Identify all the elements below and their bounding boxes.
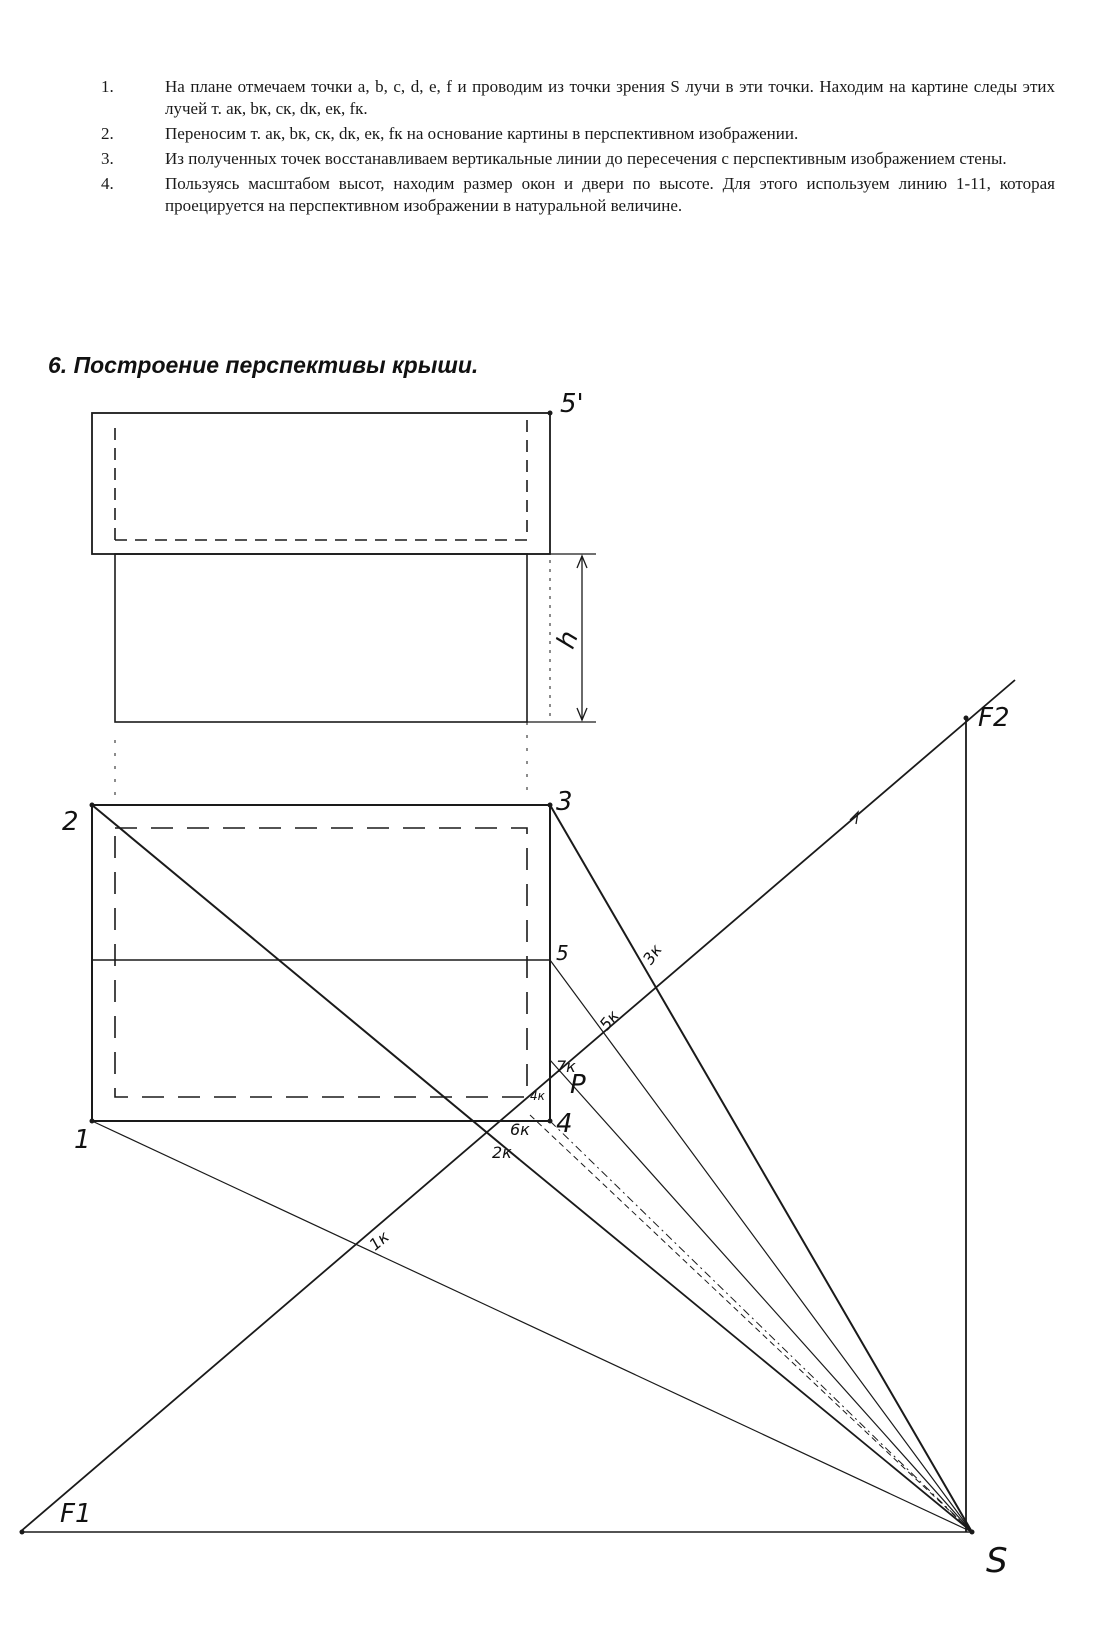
label-5k: 5к (595, 1006, 623, 1034)
label-P: P (570, 1070, 586, 1100)
label-2k: 2к (492, 1143, 512, 1162)
point (547, 802, 553, 808)
label-4k: 4к (530, 1089, 546, 1103)
label-5-prime: 5' (560, 389, 584, 419)
point (547, 410, 553, 416)
step-number: 2. (101, 124, 114, 143)
point (89, 802, 95, 808)
instruction-step: 2. Переносим т. aк, bк, cк, dк, eк, fк н… (95, 123, 1055, 145)
label-4: 4 (556, 1109, 573, 1139)
step-number: 3. (101, 149, 114, 168)
elevation-view (91, 412, 596, 800)
roof-plan-view (91, 804, 551, 1161)
point (547, 1118, 553, 1124)
point (963, 715, 969, 721)
label-S: S (986, 1541, 1008, 1581)
instruction-step: 4. Пользуясь масштабом высот, находим ра… (95, 173, 1055, 217)
label-7k: 7к (556, 1057, 576, 1076)
point (19, 1529, 25, 1535)
roof-elevation-outline (91, 412, 551, 555)
ray-2-extension (519, 1159, 973, 1533)
step-text: Из полученных точек восстанавливаем верт… (165, 149, 1007, 168)
dimension-arrow (576, 554, 588, 569)
label-F2: F2 (978, 703, 1010, 733)
label-1: 1 (74, 1125, 91, 1155)
hidden-roof-contour (114, 418, 528, 541)
step-text: Переносим т. aк, bк, cк, dк, eк, fк на о… (165, 124, 799, 143)
direction-arrow (849, 810, 859, 825)
point (969, 1529, 975, 1535)
step-text: На плане отмечаем точки a, b, c, d, e, f… (165, 77, 1055, 118)
instruction-step: 1. На плане отмечаем точки a, b, c, d, e… (95, 76, 1055, 120)
construction-lines (19, 679, 1016, 1533)
label-h: h (551, 627, 585, 653)
step-text: Пользуясь масштабом высот, находим разме… (165, 174, 1055, 215)
label-5: 5 (556, 941, 569, 965)
ray-from-7 (549, 1059, 973, 1533)
label-3: 3 (556, 787, 573, 817)
dimension-arrow (576, 707, 588, 722)
picture-plane-trace (19, 679, 1016, 1533)
diagonal-ray-2 (91, 804, 521, 1161)
ray-from-5 (549, 959, 973, 1533)
point (89, 1118, 95, 1124)
label-6k: 6к (510, 1120, 530, 1139)
step-number: 1. (101, 77, 114, 96)
wall-elevation-outline (114, 553, 528, 723)
ray-from-4 (549, 1120, 973, 1533)
section-title: 6. Построение перспективы крыши. (48, 352, 479, 378)
roof-plan-outline (91, 804, 551, 1122)
points (19, 410, 975, 1535)
instruction-step: 3. Из полученных точек восстанавливаем в… (95, 148, 1055, 170)
instruction-list: 1. На плане отмечаем точки a, b, c, d, e… (95, 76, 1055, 220)
wall-plan-hidden-contour (114, 827, 528, 1098)
ray-from-1 (91, 1120, 973, 1533)
ray-from-3 (549, 804, 973, 1533)
label-2: 2 (62, 807, 79, 837)
ray-from-6 (529, 1114, 973, 1533)
label-F1: F1 (60, 1499, 92, 1529)
step-number: 4. (101, 174, 114, 193)
